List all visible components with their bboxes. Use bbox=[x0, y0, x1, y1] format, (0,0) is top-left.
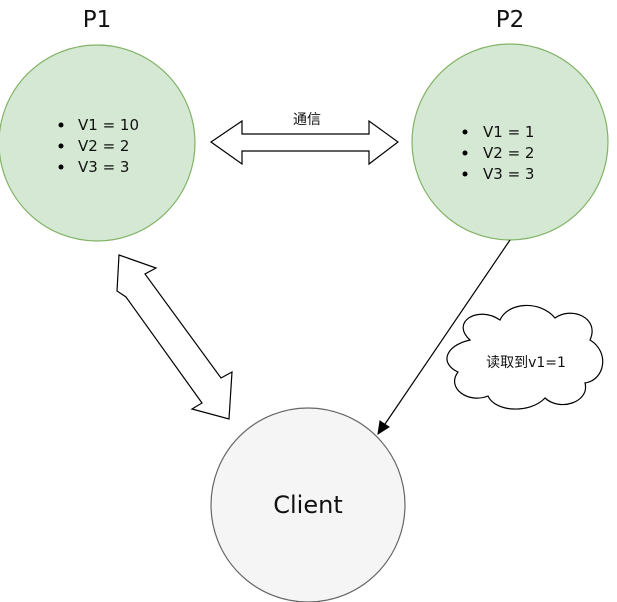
p1-var-v1: V1 = 10 bbox=[78, 116, 139, 134]
p2-client-arrow-line bbox=[382, 239, 511, 428]
p2-node[interactable] bbox=[411, 43, 609, 241]
p1-var-v3: V3 = 3 bbox=[78, 158, 129, 176]
client-node[interactable] bbox=[210, 407, 406, 602]
read-result-label: 读取到v1=1 bbox=[486, 354, 566, 371]
p2-var-bullet bbox=[462, 150, 468, 156]
p1-var-bullet bbox=[58, 143, 64, 149]
p1-title: P1 bbox=[83, 7, 112, 33]
read-result-cloud bbox=[446, 304, 604, 410]
p2-title: P2 bbox=[496, 7, 525, 33]
p1-var-bullet bbox=[58, 122, 64, 128]
p2-var-bullet bbox=[462, 129, 468, 135]
p2-var-v2: V2 = 2 bbox=[483, 144, 534, 162]
p2-var-v3: V3 = 3 bbox=[483, 165, 534, 183]
p1-p2-edge-label: 通信 bbox=[293, 112, 321, 128]
p1-p2-double-arrow[interactable] bbox=[209, 119, 400, 166]
p1-var-bullet bbox=[58, 164, 64, 170]
p2-client-arrowhead bbox=[377, 420, 390, 436]
p1-var-v2: V2 = 2 bbox=[78, 137, 129, 155]
p2-var-v1: V1 = 1 bbox=[483, 123, 534, 141]
p1-node[interactable] bbox=[0, 44, 196, 242]
p1-client-double-arrow[interactable] bbox=[116, 254, 233, 420]
p2-var-bullet bbox=[462, 171, 468, 177]
client-label: Client bbox=[273, 491, 342, 519]
